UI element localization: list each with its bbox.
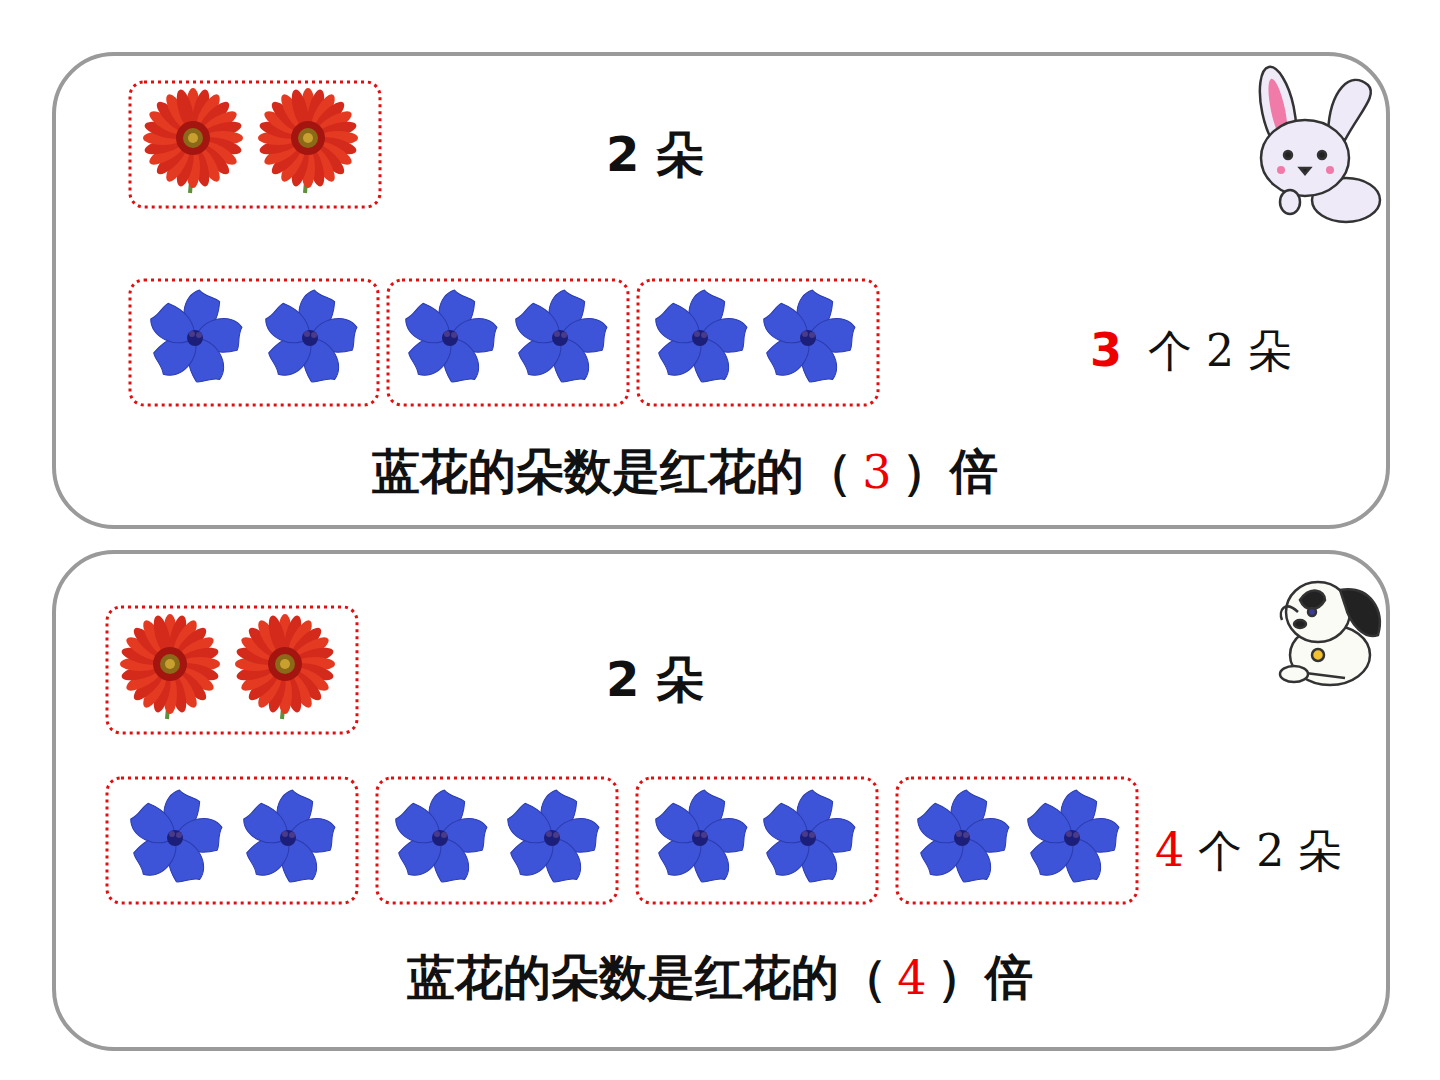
answer-number: 4 [897,952,926,1005]
blue-group-box [377,778,617,903]
panel-text: 2 朵 [606,652,704,707]
text-row: 蓝花的朵数是红花的（4）倍 [407,950,1032,1005]
red-flower [143,88,243,193]
red-group-box [130,82,380,207]
blue-flower [125,788,225,889]
panel-text: 2 朵 [606,127,704,182]
answer-number: 4 [1155,824,1184,877]
blue-flower [758,788,858,889]
red-flower [258,88,358,193]
blue-group-box [638,280,878,405]
blue-group-box [637,778,877,903]
panel-box: 2 朵3个 2 朵蓝花的朵数是红花的（3）倍 [52,52,1390,529]
text-row: 3 个 2 朵 [1090,324,1292,377]
panel-text: 个 2 朵 [1198,826,1342,877]
blue-group-box [130,280,378,405]
blue-group-box [107,778,357,903]
blue-flower [260,288,360,389]
blue-flower [400,288,500,389]
blue-flower-row [125,788,1122,889]
panel-box: 2 朵4个 2 朵蓝花的朵数是红花的（4）倍 [52,550,1390,1051]
blue-flower [758,288,858,389]
answer-number: 3 [1090,324,1122,377]
text-row: 2 朵 [606,127,704,182]
red-group-box [107,607,357,733]
blue-flower [145,288,245,389]
blue-flower [510,288,610,389]
red-flower [235,614,335,719]
panel-text: ）倍 [937,950,1033,1005]
panel-text: 蓝花的朵数是红花的（ [407,950,887,1005]
panel-text: ）倍 [902,444,998,499]
blue-flower [390,788,490,889]
blue-group-box [388,280,628,405]
blue-flower [912,788,1012,889]
blue-flower [238,788,338,889]
text-row: 2 朵 [606,652,704,707]
blue-flower [650,788,750,889]
blue-flower [502,788,602,889]
blue-flower [1022,788,1122,889]
blue-group-box [897,778,1137,903]
blue-flower [650,288,750,389]
text-row: 4 个 2 朵 [1155,824,1342,877]
blue-flower-row [145,288,858,389]
panel-text: 个 2 朵 [1148,326,1292,377]
rabbit-icon [1253,64,1380,222]
answer-number: 3 [862,446,891,499]
red-flower [120,614,220,719]
dog-icon [1280,582,1380,685]
panel-text: 蓝花的朵数是红花的（ [372,444,852,499]
text-row: 蓝花的朵数是红花的（3）倍 [372,444,997,499]
